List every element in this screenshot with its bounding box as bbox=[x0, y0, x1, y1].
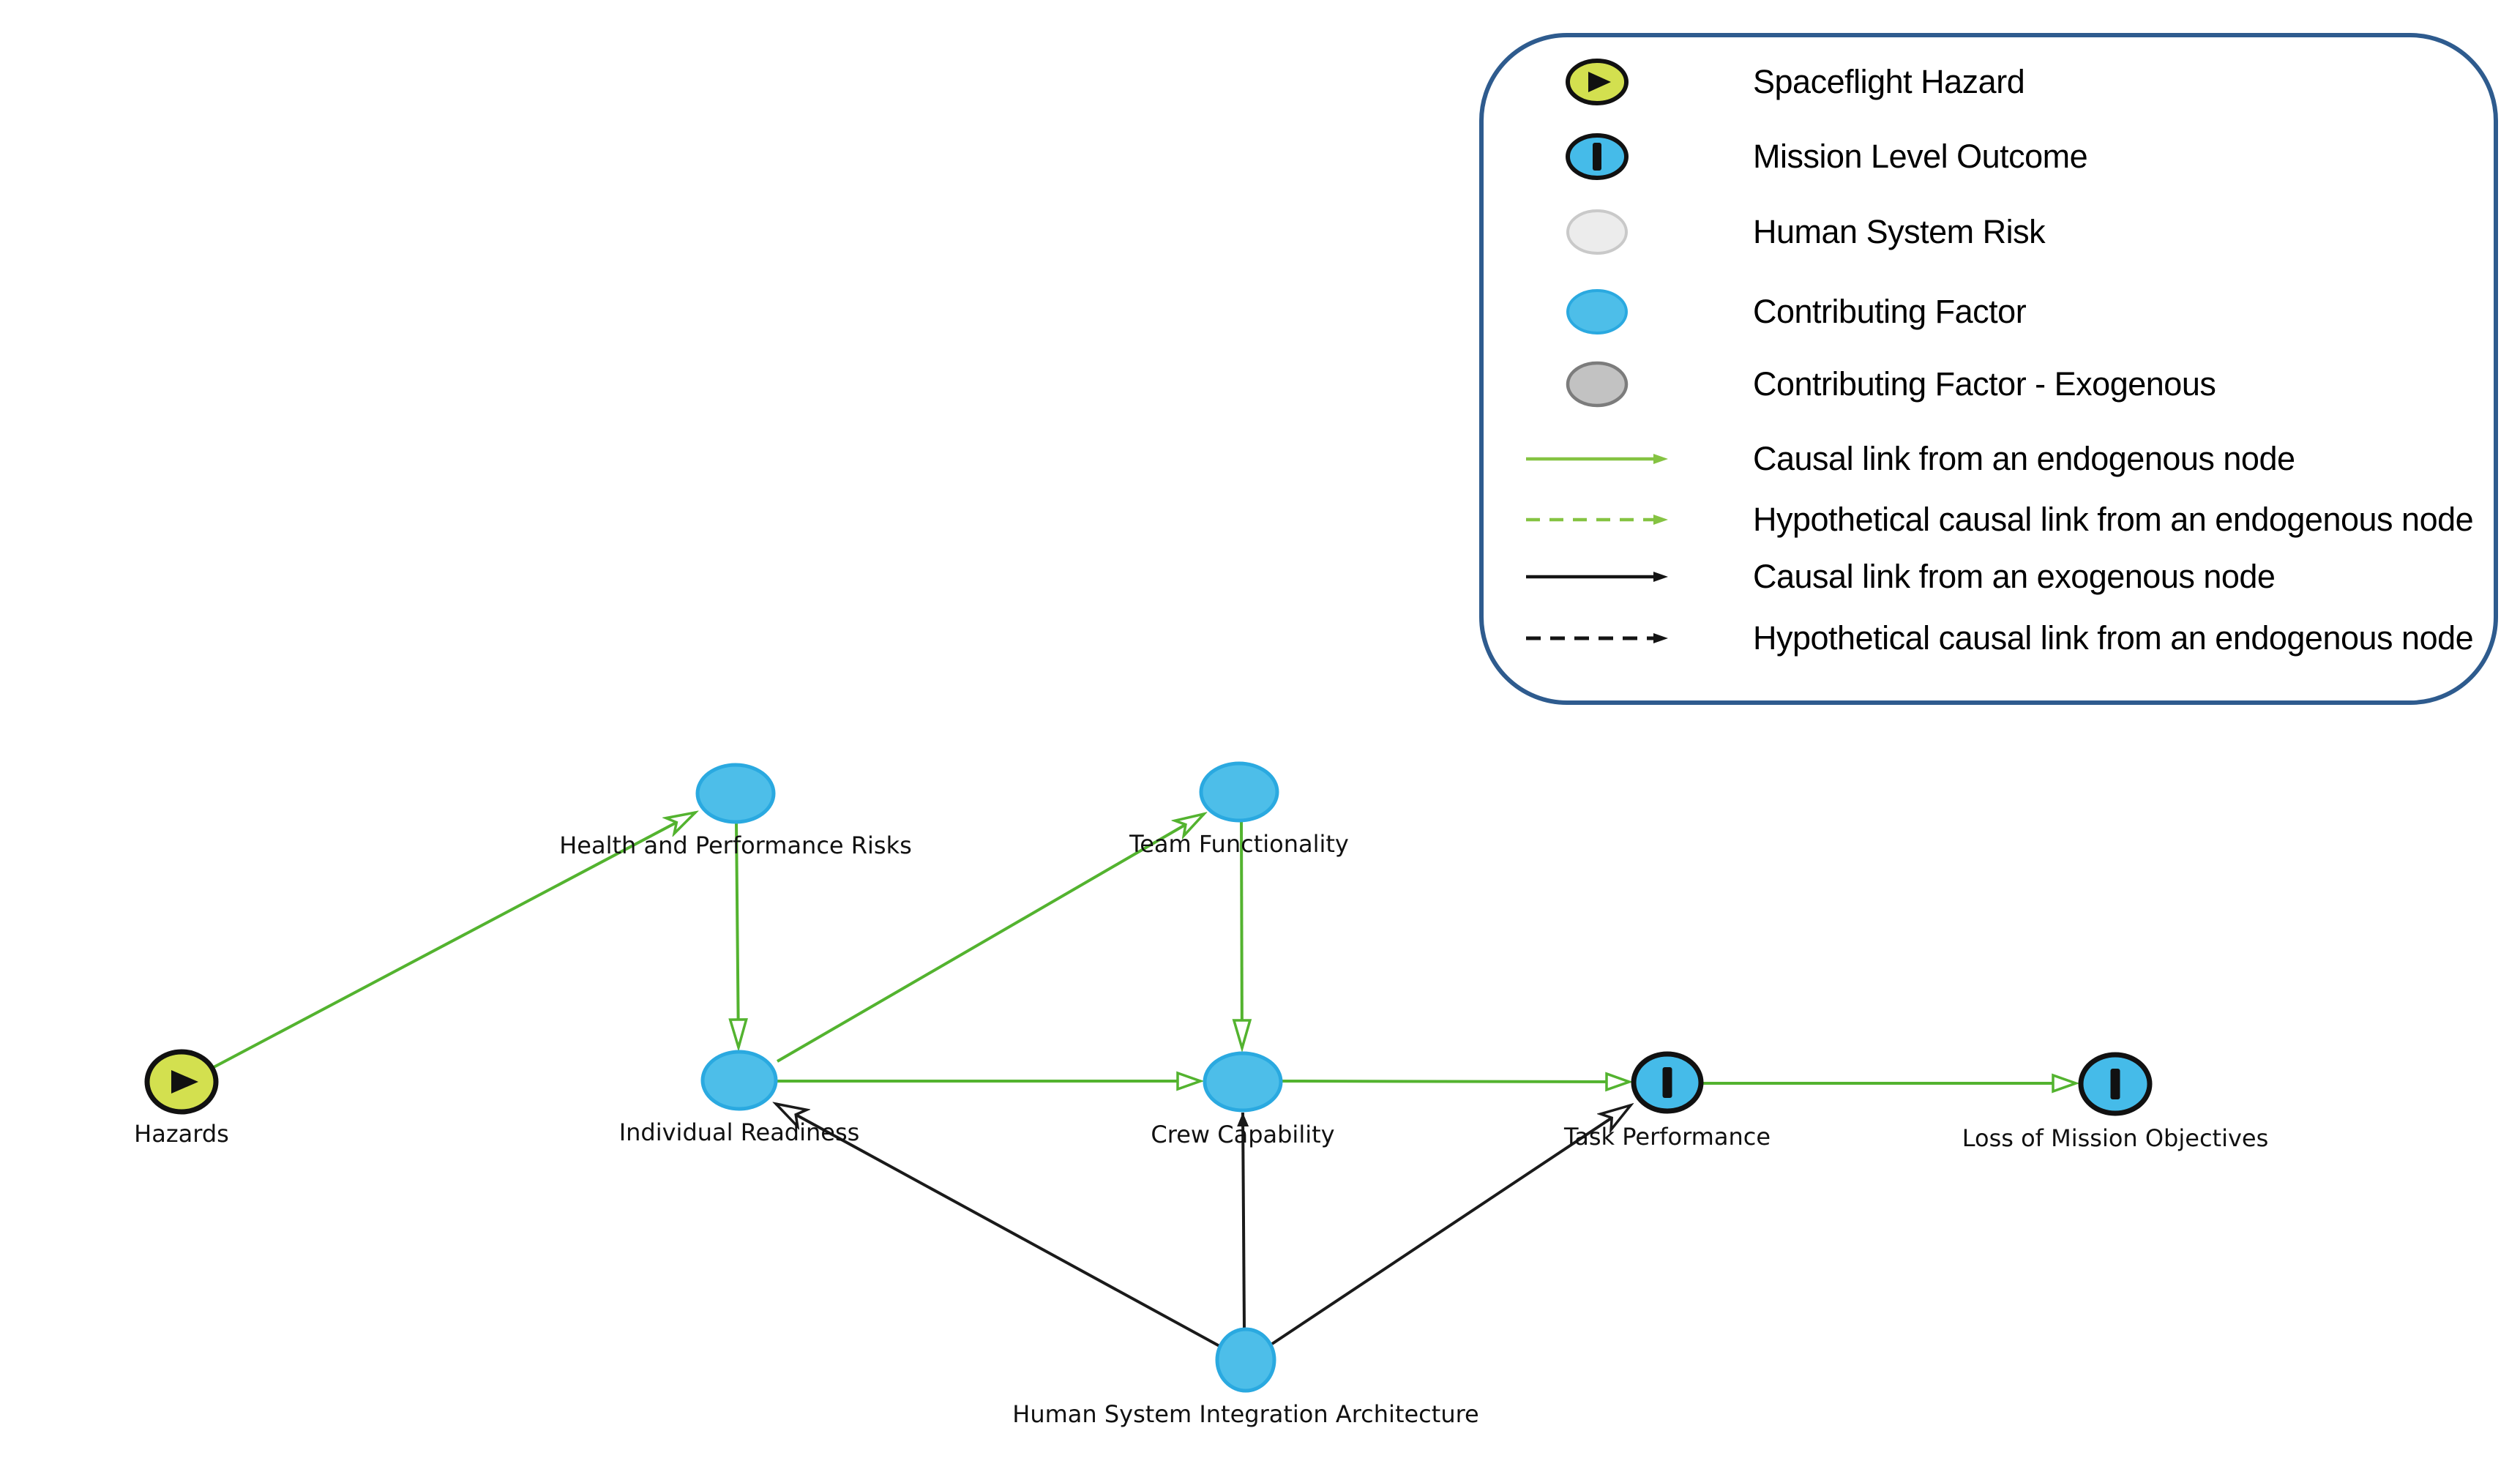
legend-row-human-system-risk: Human System Risk bbox=[1546, 199, 2046, 265]
legend-label: Hypothetical causal link from an endogen… bbox=[1753, 501, 2474, 538]
legend-row-spaceflight-hazard: Spaceflight Hazard bbox=[1546, 49, 2025, 115]
legend-row-hypothetical-causal-link-black: Hypothetical causal link from an endogen… bbox=[1525, 605, 2474, 671]
node-individual-readiness[interactable] bbox=[700, 1050, 778, 1111]
node-hazards[interactable] bbox=[144, 1049, 219, 1115]
outcome-bar-icon bbox=[1662, 1067, 1672, 1098]
node-label-human-system-integration-architecture: Human System Integration Architecture bbox=[1012, 1400, 1478, 1428]
legend-label: Hypothetical causal link from an endogen… bbox=[1753, 619, 2474, 657]
node-crew-capability[interactable] bbox=[1203, 1051, 1283, 1113]
mission-level-outcome-icon bbox=[1546, 131, 1648, 182]
black-dashed-arrow-icon bbox=[1525, 625, 1671, 651]
node-label-loss-of-mission-objectives: Loss of Mission Objectives bbox=[1962, 1124, 2269, 1152]
green-solid-arrow-icon bbox=[1525, 446, 1671, 472]
legend-label: Causal link from an endogenous node bbox=[1753, 440, 2295, 477]
node-label-individual-readiness: Individual Readiness bbox=[619, 1118, 860, 1146]
edge-human-system-integration-architecture-to-task-performance[interactable] bbox=[1271, 1105, 1631, 1345]
green-dashed-arrow-icon bbox=[1525, 507, 1671, 533]
legend-row-contributing-factor: Contributing Factor bbox=[1546, 279, 2027, 345]
legend-row-contributing-factor-exogenous: Contributing Factor - Exogenous bbox=[1546, 351, 2216, 417]
outcome-bar-icon bbox=[2110, 1069, 2120, 1099]
contributing-factor-icon bbox=[1546, 286, 1648, 337]
black-solid-arrow-icon bbox=[1525, 564, 1671, 590]
edge-human-system-integration-architecture-to-individual-readiness[interactable] bbox=[776, 1104, 1222, 1348]
legend-label: Mission Level Outcome bbox=[1753, 138, 2088, 175]
node-health-and-performance-risks[interactable] bbox=[695, 763, 776, 824]
node-team-functionality[interactable] bbox=[1199, 761, 1279, 823]
edge-human-system-integration-architecture-to-crew-capability[interactable] bbox=[1237, 1112, 1249, 1330]
node-label-task-performance: Task Performance bbox=[1563, 1123, 1771, 1151]
node-human-system-integration-architecture[interactable] bbox=[1215, 1327, 1276, 1393]
legend-label: Causal link from an exogenous node bbox=[1753, 558, 2276, 595]
edge-individual-readiness-to-team-functionality[interactable] bbox=[776, 814, 1204, 1063]
legend-row-causal-link-endogenous: Causal link from an endogenous node bbox=[1525, 426, 2295, 492]
legend-label: Spaceflight Hazard bbox=[1753, 63, 2025, 100]
node-loss-of-mission-objectives[interactable] bbox=[2078, 1052, 2153, 1116]
node-label-crew-capability: Crew Capability bbox=[1151, 1121, 1334, 1148]
legend-label: Contributing Factor - Exogenous bbox=[1753, 365, 2216, 403]
edge-health-and-performance-risks-to-individual-readiness[interactable] bbox=[736, 821, 739, 1047]
legend: Spaceflight Hazard Mission Level Outcome… bbox=[1479, 33, 2498, 705]
node-label-health-and-performance-risks: Health and Performance Risks bbox=[559, 831, 912, 859]
edge-hazards-to-health-and-performance-risks[interactable] bbox=[213, 812, 695, 1069]
legend-label: Human System Risk bbox=[1753, 213, 2046, 250]
legend-row-mission-level-outcome: Mission Level Outcome bbox=[1546, 124, 2088, 190]
human-system-risk-icon bbox=[1546, 206, 1648, 258]
legend-row-hypothetical-causal-link-endogenous: Hypothetical causal link from an endogen… bbox=[1525, 487, 2474, 553]
play-icon bbox=[171, 1070, 198, 1094]
edge-team-functionality-to-crew-capability[interactable] bbox=[1241, 820, 1242, 1048]
node-label-hazards: Hazards bbox=[134, 1120, 229, 1148]
edge-crew-capability-to-task-performance[interactable] bbox=[1280, 1081, 1629, 1082]
legend-row-causal-link-exogenous: Causal link from an exogenous node bbox=[1525, 544, 2276, 610]
spaceflight-hazard-icon bbox=[1546, 56, 1648, 108]
legend-label: Contributing Factor bbox=[1753, 293, 2027, 330]
contributing-factor-exogenous-icon bbox=[1546, 359, 1648, 410]
node-label-team-functionality: Team Functionality bbox=[1129, 830, 1349, 858]
node-task-performance[interactable] bbox=[1631, 1051, 1704, 1114]
